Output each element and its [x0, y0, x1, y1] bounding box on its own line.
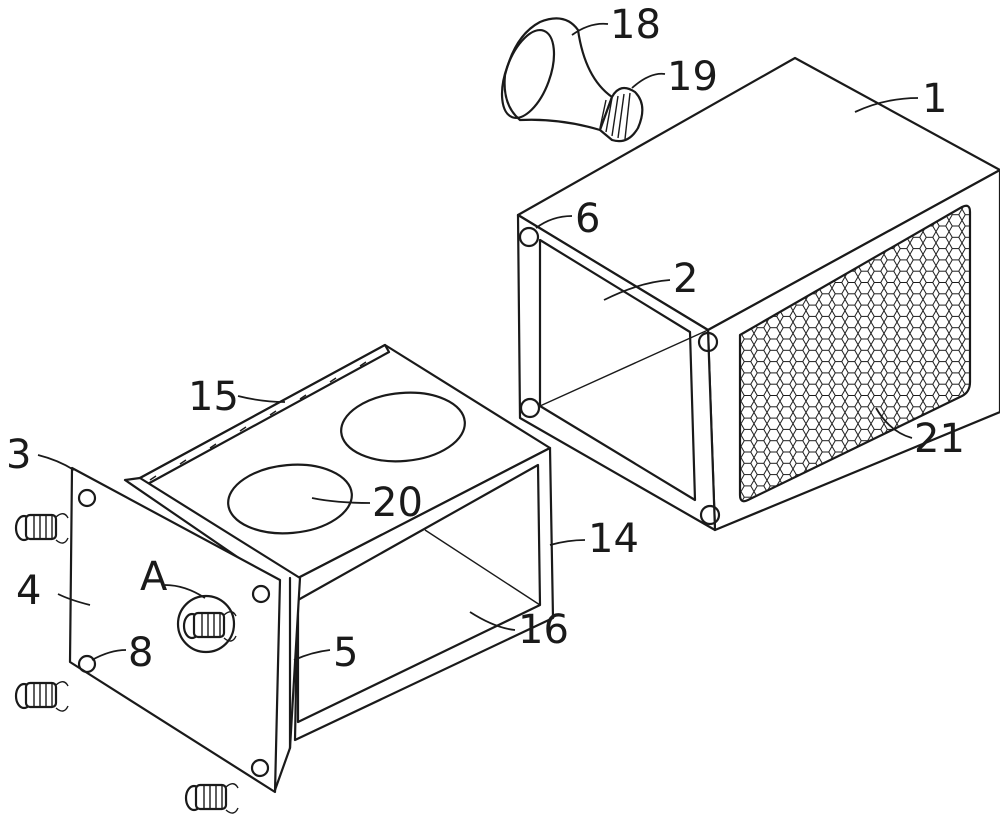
plate-hole — [250, 758, 270, 778]
corner-bolt — [519, 397, 541, 419]
label-19: 19 — [667, 54, 718, 100]
label-3: 3 — [6, 432, 31, 478]
label-18: 18 — [610, 2, 661, 48]
label-6: 6 — [575, 196, 600, 242]
plate-hole — [77, 654, 97, 674]
connector-knob-icon — [14, 513, 239, 814]
housing-opening-inner — [538, 238, 697, 502]
drawer-module — [68, 343, 555, 794]
plate-hole — [77, 488, 97, 508]
leader-lines — [37, 22, 919, 661]
label-1: 1 — [922, 76, 947, 122]
label-15: 15 — [188, 374, 239, 420]
housing-box — [516, 56, 1000, 532]
housing-open-end — [516, 213, 717, 532]
corner-bolt — [697, 331, 719, 353]
funnel-icon — [500, 17, 644, 143]
top-hole — [340, 391, 466, 463]
detail-circle-a — [176, 594, 236, 654]
corner-bolt — [518, 226, 540, 248]
label-21: 21 — [914, 416, 965, 462]
label-4: 4 — [16, 568, 41, 614]
part-labels: 18 19 1 6 2 21 15 3 20 14 A 4 16 8 5 — [6, 2, 965, 676]
label-20: 20 — [372, 480, 423, 526]
drawer-end-frame — [293, 446, 555, 742]
label-a: A — [140, 554, 168, 600]
label-5: 5 — [333, 630, 358, 676]
front-plate — [68, 466, 282, 794]
label-8: 8 — [128, 630, 153, 676]
plate-hole — [251, 584, 271, 604]
top-hole — [227, 463, 353, 535]
corner-bolt — [699, 504, 721, 526]
label-14: 14 — [588, 516, 639, 562]
label-16: 16 — [518, 607, 569, 653]
label-2: 2 — [673, 256, 698, 302]
